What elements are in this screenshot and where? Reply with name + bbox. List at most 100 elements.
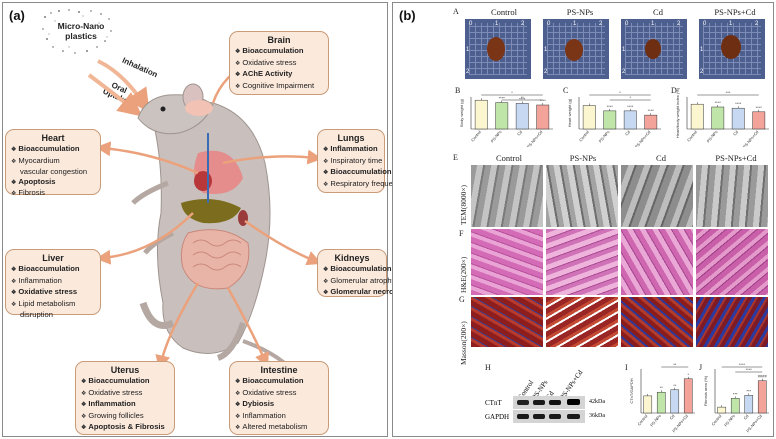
bar-control [474, 99, 488, 130]
bar-chart-heart-weight: Heart weight (g) Control PS-NPs **** Cd **** P… [563, 86, 661, 147]
header-ps-nps: PS-NPs [566, 7, 594, 17]
subpanel-g-label: G [459, 295, 465, 304]
significance-mark: **** [756, 105, 763, 110]
significance-mark: * [619, 90, 621, 95]
bar-ps-nps [711, 106, 725, 130]
tem-image-ps-nps [546, 165, 618, 227]
y-axis-label: Body weight (g) [459, 98, 464, 126]
significance-mark: ** [673, 383, 677, 388]
bar-control [582, 105, 596, 130]
ruler-tick-2: 2 [521, 21, 525, 27]
kidneys-effect-item: Bioaccumulation [323, 264, 391, 276]
row-label-he: H&E(200×) [459, 256, 468, 293]
x-tick-label: Control [578, 129, 590, 142]
heart-effect-item-continued: vascular congestion [20, 167, 88, 177]
significance-mark: **** [607, 104, 614, 109]
kidneys-effect-item: Glomerular atrophy [323, 276, 395, 288]
bar-cd [731, 107, 745, 130]
histo-header-ps-nps: PS-NPs [569, 153, 597, 163]
heart-photo-ps-nps: 0 1 2 1 2 [543, 19, 609, 79]
ruler-tick-1: 1 [651, 21, 655, 27]
ruler-side-tick-2: 2 [544, 69, 548, 75]
masson-image-cd [621, 297, 693, 347]
tem-image-control [471, 165, 543, 227]
ruler-side-tick-1: 1 [700, 47, 704, 53]
heart-effects-box: HeartBioaccumulationMyocardiumvascular c… [5, 129, 101, 197]
significance-mark: ** [673, 362, 677, 367]
uterus-effects-box: UterusBioaccumulationOxidative stressInf… [75, 361, 175, 435]
row-label-masson: Masson(200×) [459, 321, 468, 365]
x-tick-label: Cd [732, 129, 739, 136]
subpanel-e-label: E [453, 153, 458, 162]
significance-mark: ** [660, 385, 664, 390]
significance-mark: * [629, 95, 631, 100]
panel-b-label: (b) [399, 8, 416, 23]
row-label-tem: TEM(8000×) [459, 184, 468, 225]
bar-ps-nps [603, 110, 617, 130]
y-axis-label: CTnT/GAPDH [629, 378, 634, 403]
blot-size-gapdh: 36kDa [589, 413, 605, 419]
blot-row-gapdh: GAPDH [485, 413, 510, 421]
brain-effects-box: BrainBioaccumulationOxidative stressAChE… [229, 31, 329, 95]
brain-effect-item: Bioaccumulation [235, 46, 323, 58]
x-tick-label: PS-NPs [649, 413, 662, 427]
kidneys-effect-item: Glomerular necrosis [323, 287, 404, 299]
intestine-effect-item: Altered metabolism [235, 422, 323, 434]
header-cd: Cd [653, 7, 663, 17]
x-tick-label: Control [710, 413, 722, 426]
bar-cd [515, 103, 529, 130]
significance-mark: **** [739, 362, 746, 367]
lungs-effects-box: LungsInflammationInspiratory timeBioaccu… [317, 129, 405, 193]
lungs-effect-item: Inspiratory time [323, 156, 382, 168]
x-tick-label: PS-NPs+Cd [634, 129, 652, 147]
he-image-cd [621, 229, 693, 295]
significance-mark: **** [648, 108, 655, 113]
bar-cd [670, 389, 680, 414]
significance-mark: **** [519, 96, 526, 101]
x-tick-label: Cd [668, 413, 675, 420]
histo-header-ps-nps-cd: PS-NPs+Cd [715, 153, 757, 163]
heart-effect-item: Fibrosis [11, 188, 95, 200]
microplastics-particles-icon [42, 9, 112, 54]
x-tick-label: PS-NPs [490, 129, 503, 143]
x-tick-label: Cd [624, 129, 631, 136]
x-tick-label: PS-NPs+Cd [526, 129, 544, 147]
significance-mark: *** [733, 391, 738, 396]
uterus-effect-item: Bioaccumulation [81, 376, 169, 388]
panel-a: (a) Micro-Nano plastics Inhalation Oral … [2, 2, 405, 437]
significance-mark: *** [746, 388, 751, 393]
x-tick-label: Cd [742, 413, 749, 420]
x-tick-label: PS-NPs [598, 129, 611, 143]
bar-ps-nps-cd [752, 111, 766, 130]
y-axis-label: Heart weight (g) [567, 98, 572, 127]
liver-effect-item: Lipid metabolism [11, 299, 95, 311]
histo-header-cd: Cd [656, 153, 666, 163]
heart-photo-control: 0 1 2 1 2 [465, 19, 531, 79]
subpanel-letter: D [671, 86, 677, 95]
ruler-tick-2: 2 [755, 21, 759, 27]
intestine-effect-item: Bioaccumulation [235, 376, 323, 388]
subpanel-j-label: J [699, 363, 703, 372]
y-axis-label: Heart/body weight index (%) [675, 87, 680, 138]
ruler-tick-1: 1 [495, 21, 499, 27]
bar-ps-nps-cd [683, 378, 693, 414]
header-ps-nps-cd: PS-NPs+Cd [714, 7, 756, 17]
kidneys-title: Kidneys [334, 253, 370, 263]
bar-cd [744, 395, 754, 414]
ruler-side-tick-2: 2 [700, 69, 704, 75]
uterus-effect-item: Inflammation [81, 399, 169, 411]
heart-title: Heart [41, 133, 65, 143]
x-tick-label: PS-NPs+Cd [742, 129, 760, 147]
ruler-tick-2: 2 [599, 21, 603, 27]
significance-mark: **** [627, 104, 634, 109]
bar-ps-nps [730, 398, 740, 414]
liver-title: Liver [42, 253, 64, 263]
micro-nano-plastics-label: Micro-Nano plastics [57, 21, 105, 41]
bar-control [690, 103, 704, 130]
histo-header-control: Control [496, 153, 522, 163]
masson-image-control [471, 297, 543, 347]
significance-mark: **** [499, 96, 506, 101]
